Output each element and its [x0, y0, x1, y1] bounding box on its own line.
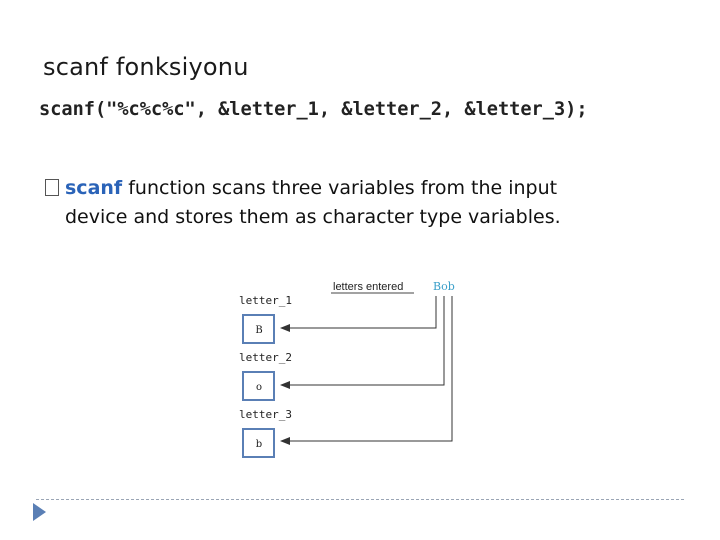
arrow-2: [280, 296, 445, 389]
variable-name-3: letter_3: [239, 408, 292, 421]
bullet-item: scanf function scans three variables fro…: [45, 174, 685, 232]
bullet-keyword: scanf: [65, 177, 123, 199]
arrow-3: [280, 296, 453, 445]
footer-divider: [36, 499, 684, 500]
input-value: Bob: [433, 280, 455, 293]
arrow-1: [280, 296, 437, 332]
variable-box-1: [242, 314, 275, 344]
input-label: letters entered: [333, 281, 403, 293]
variable-box-3: [242, 428, 275, 458]
variable-value-2: o: [256, 382, 262, 393]
bullet-text-line2: device and stores them as character type…: [65, 206, 561, 228]
variable-value-1: B: [255, 325, 262, 336]
variable-name-2: letter_2: [239, 351, 292, 364]
variable-name-1: letter_1: [239, 294, 292, 307]
bullet-icon: [45, 179, 59, 196]
slide-title: scanf fonksiyonu: [43, 53, 249, 81]
code-line: scanf("%c%c%c", &letter_1, &letter_2, &l…: [39, 99, 588, 120]
variable-box-2: [242, 371, 275, 401]
footer-arrow-icon: [33, 503, 46, 521]
bullet-text-line1: function scans three variables from the …: [122, 177, 558, 199]
variable-value-3: b: [256, 439, 262, 450]
